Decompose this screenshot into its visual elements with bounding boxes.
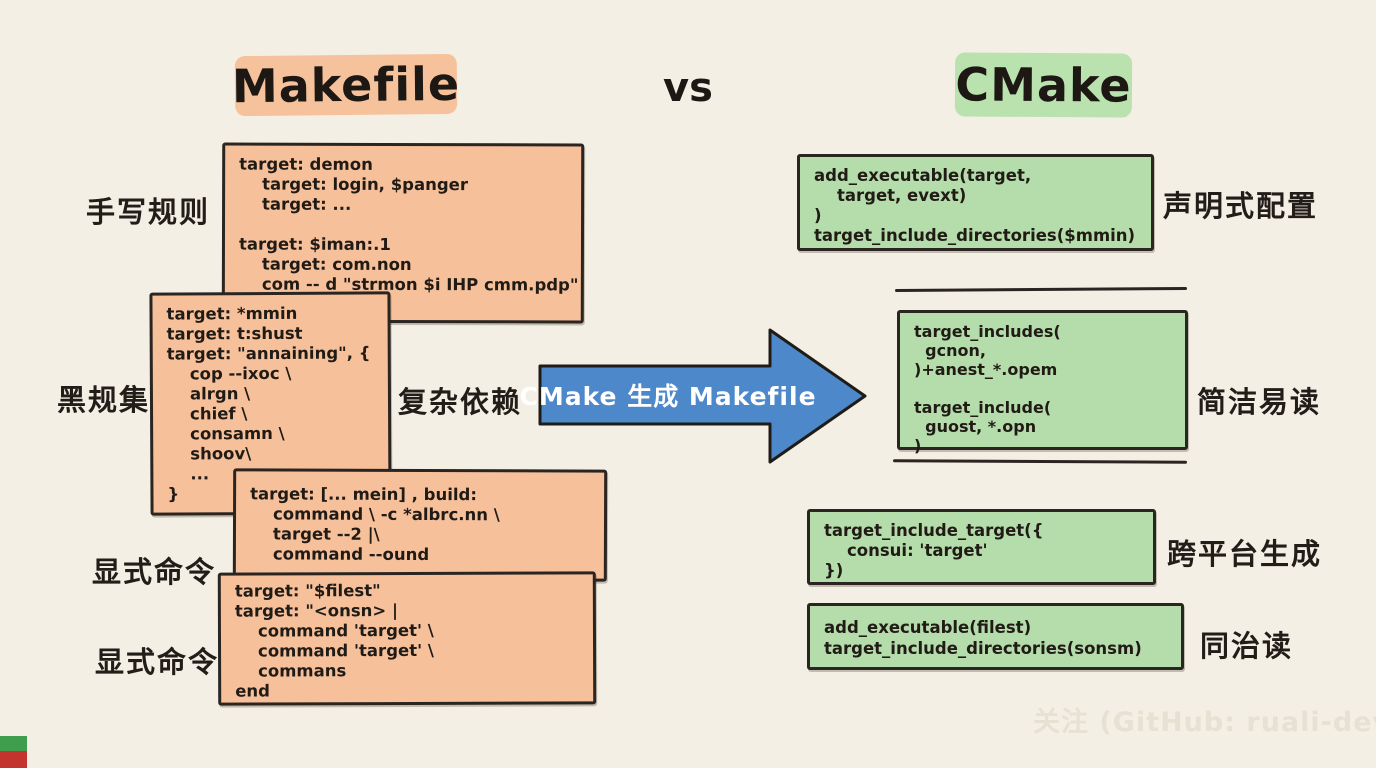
vs-label: vs — [663, 65, 713, 111]
label-cross-platform: 跨平台生成 — [1167, 537, 1323, 571]
color-chip-red — [0, 751, 27, 768]
arrow-label: CMake 生成 Makefile — [519, 382, 817, 411]
label-complex-dependencies: 复杂依赖 — [398, 385, 523, 419]
cmake-code-box-4: add_executable(filest) target_include_di… — [807, 603, 1184, 670]
cmake-title: CMake — [954, 52, 1133, 118]
cmake-code-box-1: add_executable(target, target, evext) ) … — [797, 154, 1154, 251]
watermark-github: 关注 (GitHub: ruali-dev) — [1033, 707, 1376, 738]
label-handwritten-rules: 手写规则 — [86, 195, 211, 229]
label-declarative-config: 声明式配置 — [1163, 189, 1319, 223]
label-black-rule-set: 黑规集 — [57, 383, 151, 417]
color-chip-green — [0, 736, 27, 751]
makefile-code-box-3: target: [... mein] , build: command \ -c… — [232, 468, 608, 582]
label-explicit-commands-1: 显式命令 — [92, 555, 217, 589]
label-concise-readable: 简洁易读 — [1197, 385, 1322, 419]
cmake-code-box-2: target_includes( gcnon, )+anest_*.opem t… — [897, 310, 1188, 455]
arrow-shape — [538, 328, 867, 464]
makefile-code-box-4: target: "$filest" target: "<onsn> | comm… — [217, 571, 597, 706]
cmake-generates-makefile-arrow: CMake 生成 Makefile — [519, 325, 875, 470]
label-same-read: 同治读 — [1200, 629, 1294, 663]
label-explicit-commands-2: 显式命令 — [95, 645, 220, 679]
cmake-code-box-3: target_include_target({ consui: 'target'… — [807, 509, 1156, 585]
makefile-title: Makefile — [232, 53, 460, 117]
separator-line-bottom — [892, 459, 1188, 464]
separator-line-top — [894, 286, 1188, 293]
